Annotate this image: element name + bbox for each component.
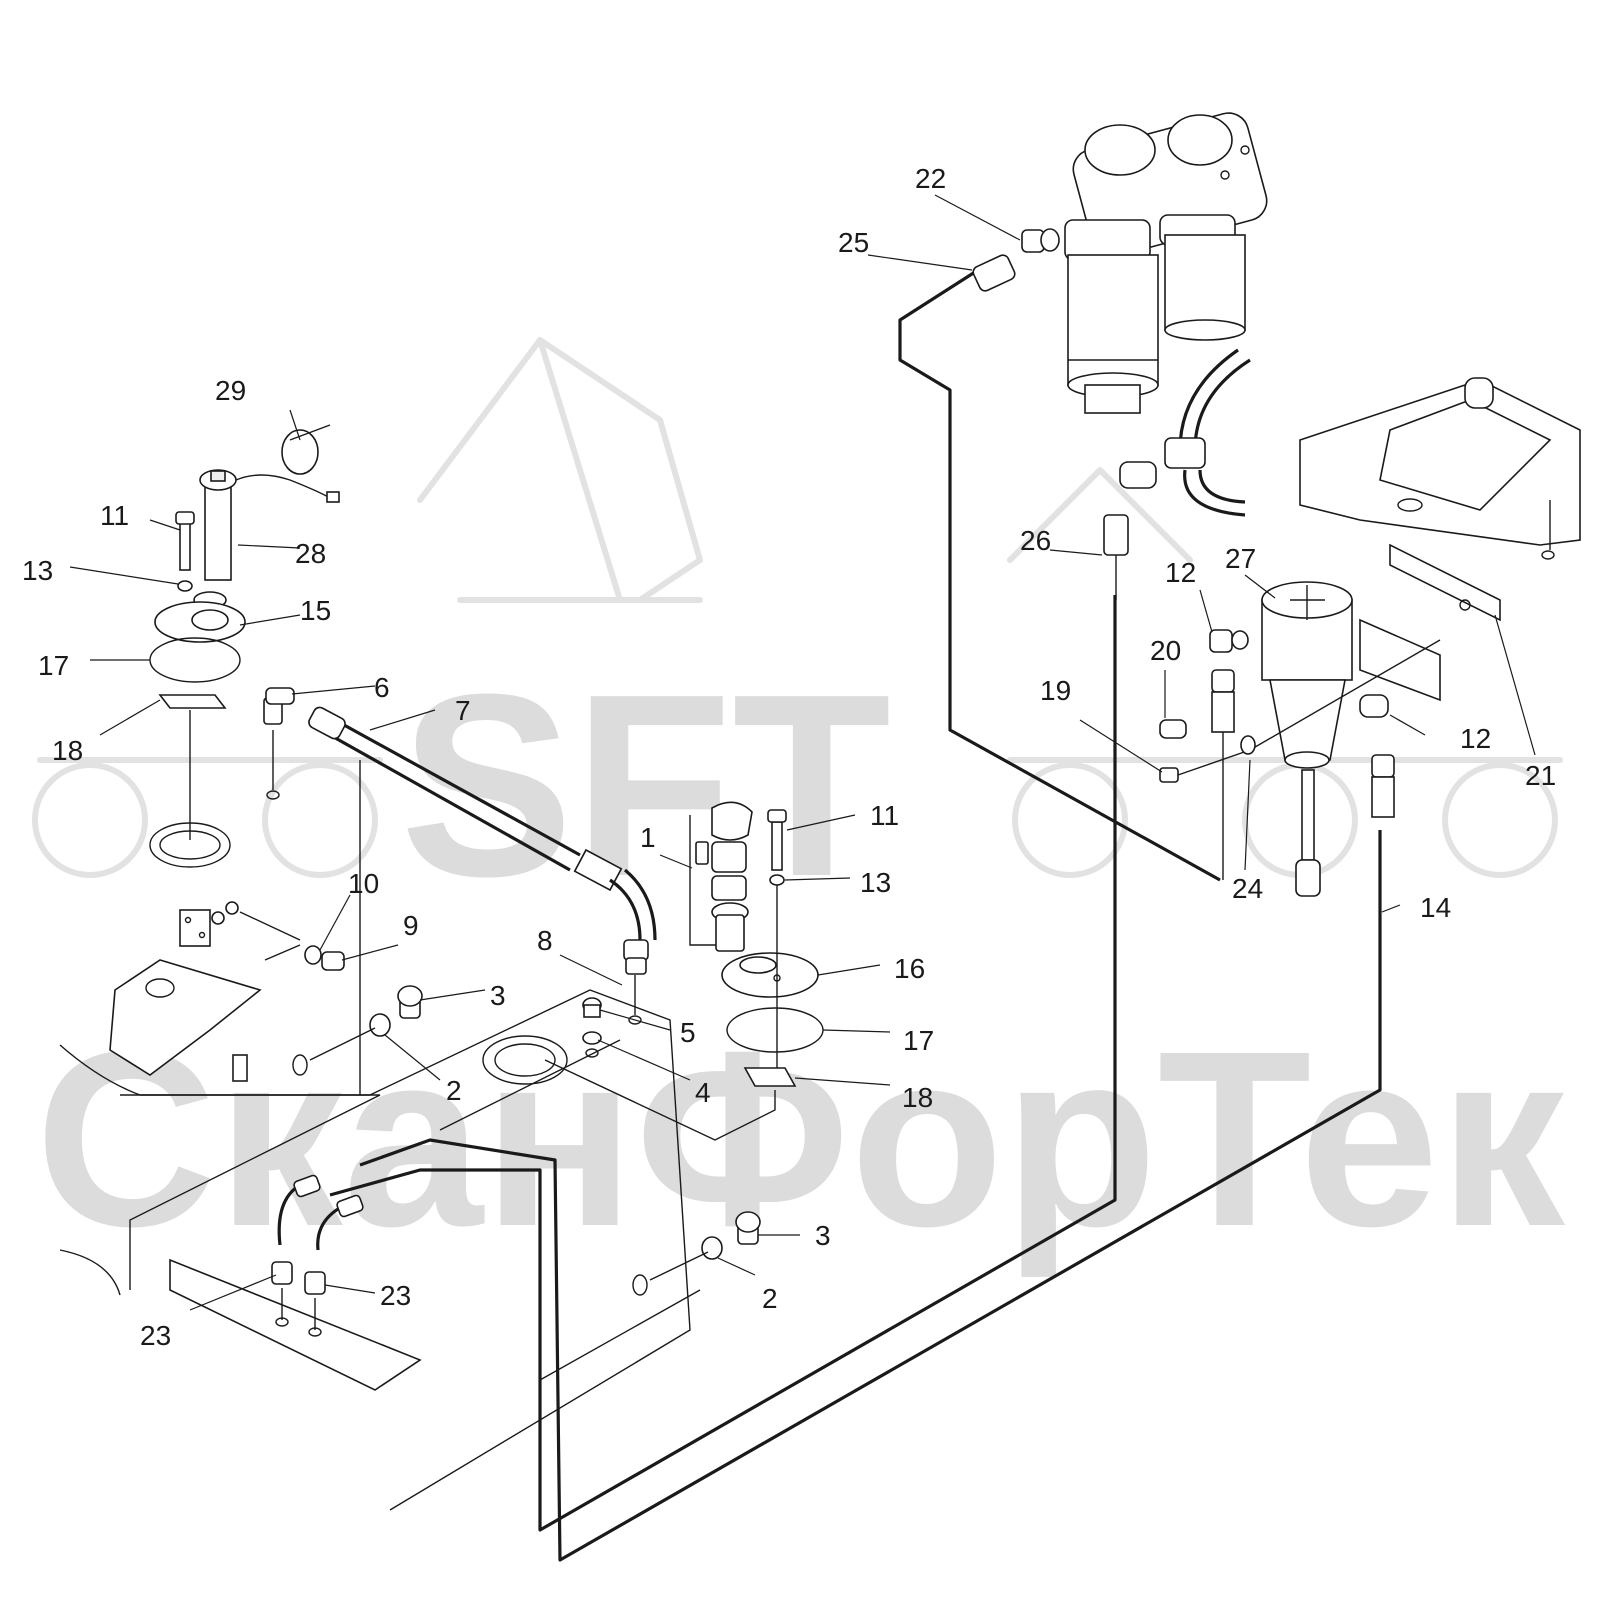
filler-flange-16 (721, 952, 819, 998)
callout-3: 3 (490, 980, 506, 1011)
callout-10: 10 (348, 868, 379, 899)
bolt-11-left (175, 511, 195, 571)
callout-2: 2 (762, 1283, 778, 1314)
callout-4: 4 (695, 1077, 711, 1108)
seal-ring-10 (304, 945, 322, 965)
water-separator-27 (1261, 581, 1353, 897)
callout-19: 19 (1040, 675, 1071, 706)
elbow-fitting-12-right (1359, 694, 1395, 818)
callout-16: 16 (894, 953, 925, 984)
seal-washer-2-lower (701, 1236, 723, 1260)
hose-fittings-23 (271, 1174, 364, 1337)
callout-20: 20 (1150, 635, 1181, 666)
fuel-filter-bowl-left (1067, 254, 1159, 414)
callout-6: 6 (374, 672, 390, 703)
watermark-brand: СканФорТек (35, 999, 1566, 1278)
fuel-pipe-filter-return (898, 270, 1221, 882)
callout-25: 25 (838, 227, 869, 258)
bolt-11-right (767, 809, 787, 871)
hose-end-25 (972, 254, 1016, 292)
breather-fitting-5 (582, 997, 602, 1018)
callout-14: 14 (1420, 892, 1451, 923)
drain-plug-3-upper (397, 985, 423, 1019)
fuel-filter-head-assembly (1064, 112, 1268, 261)
callout-22: 22 (915, 163, 946, 194)
callout-13: 13 (860, 867, 891, 898)
callout-17: 17 (903, 1025, 934, 1056)
callout-labels: 1 2 2 3 3 4 5 6 7 8 9 10 11 11 12 12 13 … (22, 163, 1556, 1351)
callout-9: 9 (403, 910, 419, 941)
fuel-pipe-14-line (359, 830, 1382, 1562)
callout-29: 29 (215, 375, 246, 406)
small-fittings-bracket (211, 901, 301, 941)
axis-line-plug-upper (309, 1027, 376, 1061)
fitting-9 (321, 951, 345, 971)
callout-5: 5 (680, 1017, 696, 1048)
callout-13: 13 (22, 555, 53, 586)
tank-opening-left (149, 822, 231, 868)
elbow-fitting-6 (263, 687, 295, 800)
seal-4 (582, 1031, 602, 1045)
plate-18-right (743, 1067, 797, 1087)
fuel-sender-unit-28 (199, 469, 340, 581)
leader-lines (69, 194, 1536, 1311)
axis-line-plug-lower (649, 1251, 709, 1281)
tank-opening-left-inner (159, 830, 221, 860)
callout-11: 11 (870, 800, 899, 831)
callout-27: 27 (1225, 543, 1256, 574)
callout-2: 2 (446, 1075, 462, 1106)
callout-21: 21 (1525, 760, 1556, 791)
callout-1: 1 (640, 822, 656, 853)
callout-17: 17 (38, 650, 69, 681)
washer-13-right (769, 874, 785, 886)
callout-28: 28 (295, 538, 326, 569)
callout-23: 23 (140, 1320, 171, 1351)
callout-12: 12 (1165, 557, 1196, 588)
tank-bracket-left (109, 909, 301, 1082)
axis-line-filler (544, 1059, 776, 1141)
watermark-logo: SFT (400, 641, 891, 931)
mounting-bracket-21 (1359, 543, 1501, 702)
spacer-20 (1159, 719, 1187, 739)
plate-18-left (158, 694, 227, 709)
callout-7: 7 (455, 695, 471, 726)
callout-18: 18 (52, 735, 83, 766)
callout-3: 3 (815, 1220, 831, 1251)
filler-cap-assembly-1 (689, 801, 753, 952)
callout-18: 18 (902, 1082, 933, 1113)
callout-24: 24 (1232, 873, 1263, 904)
fuel-pipe-7 (308, 706, 657, 941)
watermark-excavator-outline (32, 337, 1563, 878)
gasket-17-left (149, 637, 241, 683)
callout-11: 11 (100, 500, 129, 531)
return-hose-tee (1119, 348, 1251, 517)
hose-fitting-26 (1103, 514, 1129, 600)
seal-washer-2-upper (369, 1013, 391, 1037)
washer-13-left (177, 580, 193, 592)
callout-15: 15 (300, 595, 331, 626)
fuel-filter-element-right (1164, 234, 1246, 341)
elbow-fitting-12-left (1209, 629, 1249, 880)
callout-8: 8 (537, 925, 553, 956)
callout-12: 12 (1460, 723, 1491, 754)
coolant-tank (1299, 377, 1581, 560)
flange-15 (154, 591, 246, 643)
hose-clamp-29 (281, 424, 331, 475)
washer-24 (1240, 735, 1256, 755)
callout-26: 26 (1020, 525, 1051, 556)
adapter-fitting-8 (623, 939, 649, 1025)
callout-23: 23 (380, 1280, 411, 1311)
drain-plug-3-lower (735, 1211, 761, 1245)
breather-hole (585, 1048, 599, 1058)
fuel-pipe-26-line (329, 595, 1117, 1532)
fitting-22 (1021, 228, 1060, 253)
